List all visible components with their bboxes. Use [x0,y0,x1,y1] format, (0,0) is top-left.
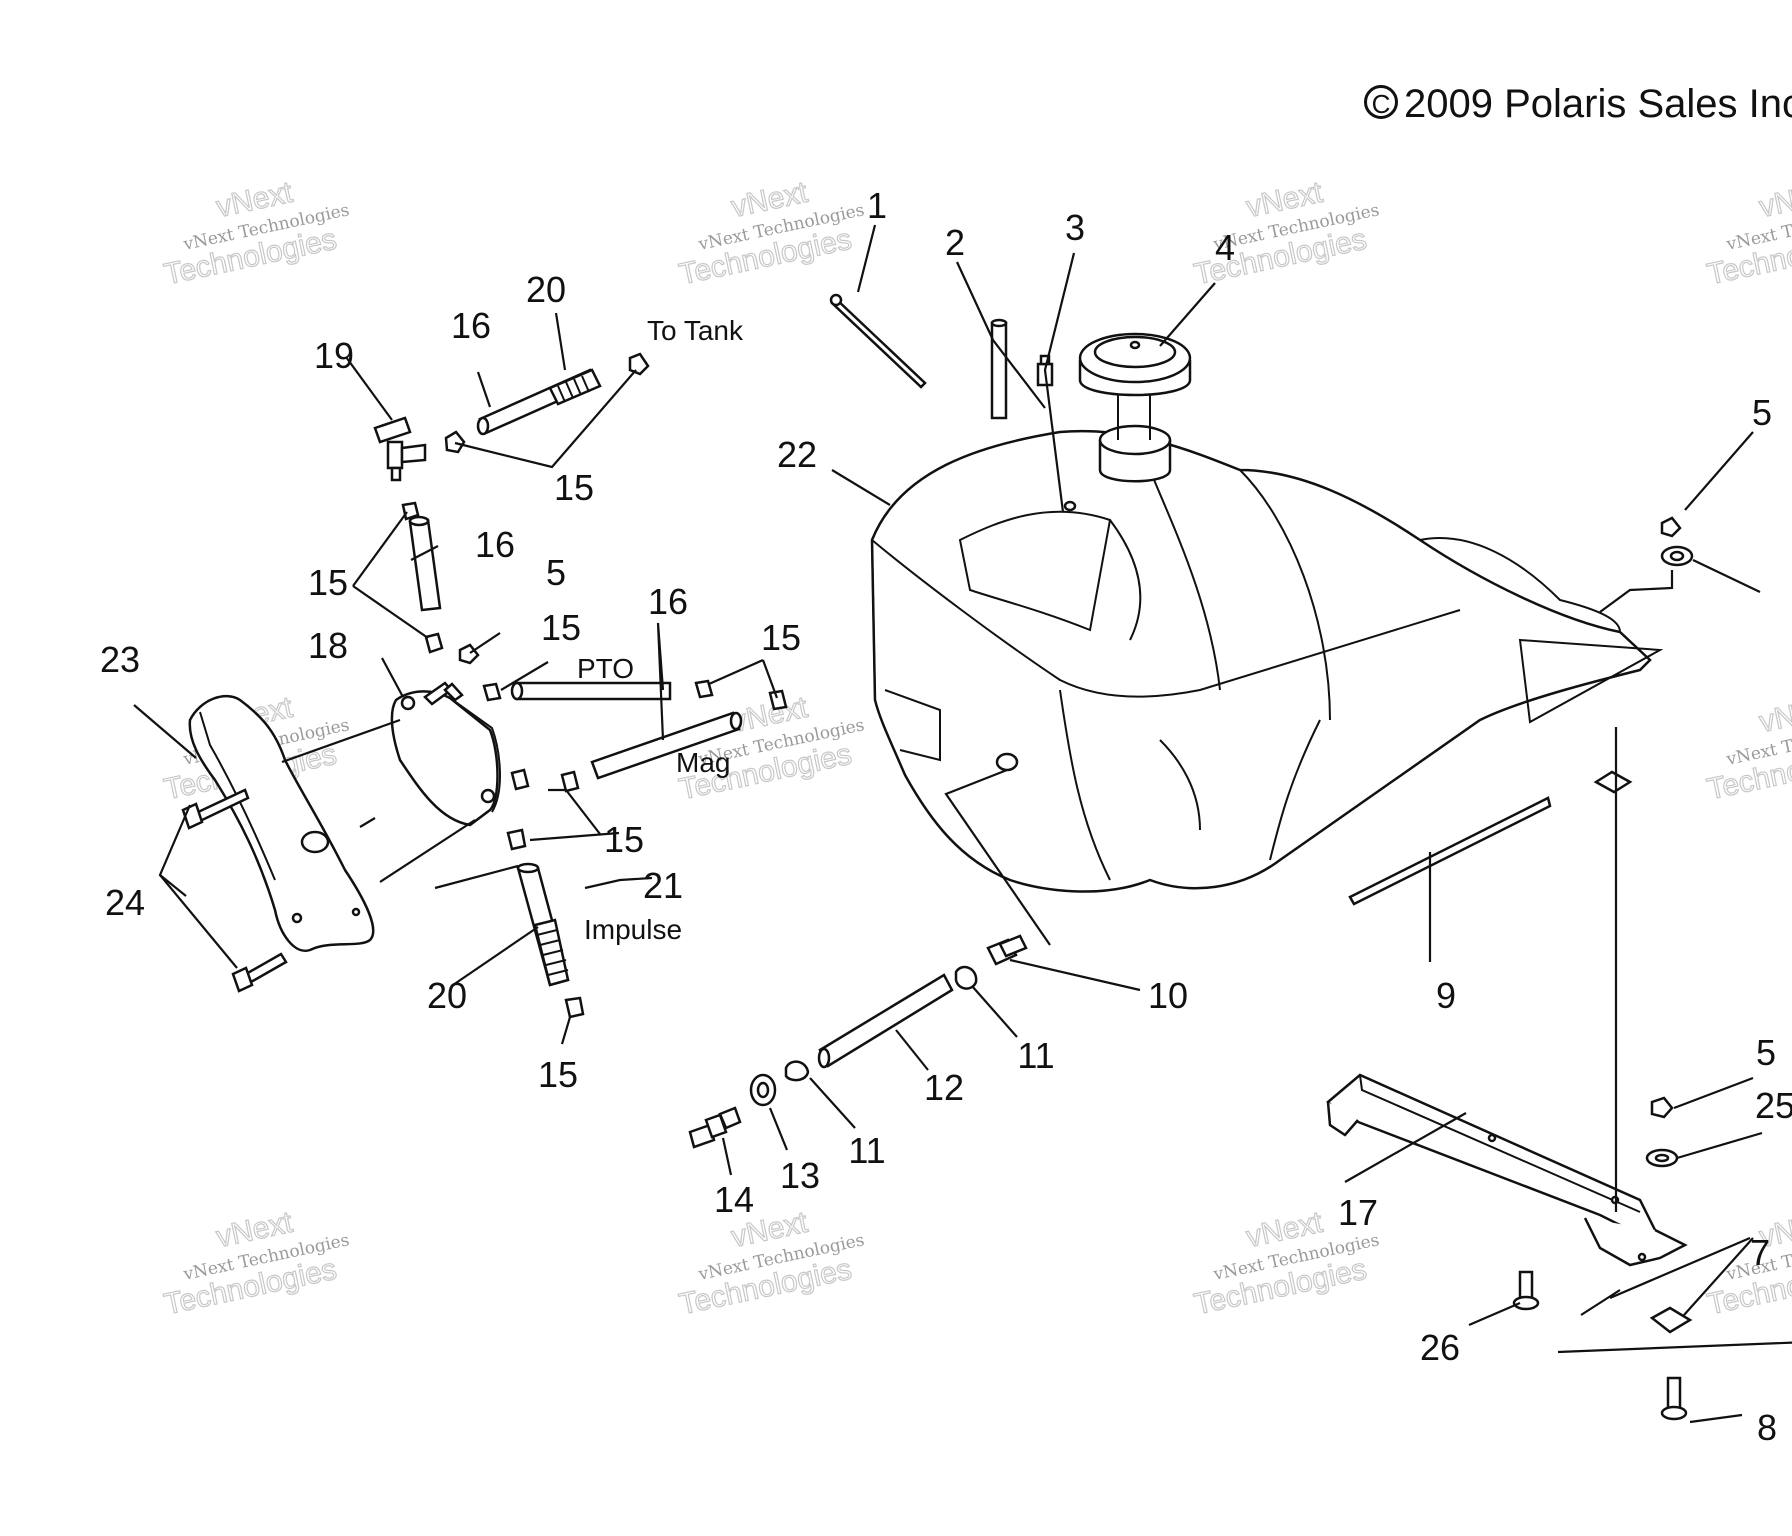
support-bracket-part-17 [1326,1073,1688,1267]
callout-2: 2 [945,222,965,263]
hose-clamp-part-15 [444,430,466,454]
hose-clamp-part-15 [510,768,530,791]
fitting-part-14 [688,1106,742,1149]
pump-bracket-part-23 [188,694,375,953]
callout-26: 26 [1420,1327,1460,1368]
callout-5: 5 [1756,1032,1776,1073]
callout-16: 16 [451,305,491,346]
callout-20: 20 [526,269,566,310]
hose-clamp-part-15 [768,689,788,711]
hose-clamp-part-15 [424,632,444,654]
callout-5: 5 [1752,392,1772,433]
hose-routing-notes: To Tank PTO Mag Impulse [577,315,744,945]
callout-19: 19 [314,335,354,376]
callout-18: 18 [308,625,348,666]
spacer-part-7 [1649,1306,1693,1334]
fuel-valve-part-19 [373,416,427,482]
callout-15: 15 [761,617,801,658]
svg-text:vNext: vNext [1757,691,1792,739]
fuel-hose-part-16 [510,681,672,701]
callout-13: 13 [780,1155,820,1196]
copyright-symbol: C [1364,85,1398,119]
note-impulse: Impulse [584,914,682,945]
fuel-hose-part-16 [408,515,442,612]
callout-25: 25 [1755,1085,1792,1126]
callout-15: 15 [308,562,348,603]
bolt-part-24 [231,952,288,993]
fuel-tank-part-22 [870,429,1664,893]
nut-part-5 [458,643,480,665]
callout-3: 3 [1065,207,1085,248]
callout-15: 15 [554,467,594,508]
callout-5: 5 [546,552,566,593]
fuel-hose-part-16 [590,711,743,780]
callout-15: 15 [541,607,581,648]
hose-clamp-part-15 [560,770,580,793]
hose-clamp-part-15 [564,996,585,1019]
callout-7: 7 [1750,1232,1770,1273]
svg-text:vNext: vNext [1757,176,1792,224]
callout-11: 11 [848,1130,885,1171]
pad-part-9 [1348,796,1552,906]
callout-9: 9 [1436,975,1456,1016]
washer-part-25 [1645,1148,1679,1168]
callout-4: 4 [1215,227,1235,268]
callout-10: 10 [1148,975,1188,1016]
note-pto: PTO [577,653,634,684]
callout-22: 22 [777,434,817,475]
hose-clamp-part-11 [784,1060,810,1082]
callout-24: 24 [105,882,145,923]
hose-clamp-part-15 [694,679,714,699]
spacer-plate [1593,770,1633,794]
callout-21: 21 [643,865,683,906]
callout-1: 1 [867,185,887,226]
fuel-line-part-12 [817,973,954,1069]
bolt-part-8 [1660,1376,1688,1421]
fuel-cap-part-4 [1078,332,1192,483]
hose-clamp-part-15 [506,828,527,851]
outlet-fitting-part-10 [986,934,1028,966]
spring-guard-part-20 [548,368,602,406]
cable-tie-part-1 [829,293,927,389]
note-to-tank: To Tank [647,315,744,346]
grommet-part-13 [749,1073,777,1107]
hose-clamp-part-15 [482,682,502,702]
callout-15: 15 [604,819,644,860]
callout-23: 23 [100,639,140,680]
callout-11: 11 [1017,1035,1054,1076]
spring-guard-part-20 [533,918,570,987]
callout-16: 16 [648,581,688,622]
callout-20: 20 [427,975,467,1016]
sensor-part-2 [990,318,1008,420]
leader-lines [133,224,1792,1424]
callout-14: 14 [714,1179,754,1220]
hose-clamp-part-15 [628,352,650,376]
callout-12: 12 [924,1067,964,1108]
note-mag: Mag [676,747,730,778]
hose-clamp-part-11 [954,965,978,990]
nut-part-5 [1660,516,1694,567]
nut-part-5 [1650,1096,1674,1119]
hose-clamp-part-15 [401,501,420,521]
callout-labels: 1 2 3 4 5 5 5 7 8 9 10 11 11 12 13 14 15… [100,185,1792,1448]
callout-17: 17 [1338,1192,1378,1233]
callout-16: 16 [475,524,515,565]
copyright-text: 2009 Polaris Sales Inc. [1404,82,1792,126]
bolt-part-26 [1512,1270,1540,1311]
callout-15: 15 [538,1054,578,1095]
callout-8: 8 [1757,1407,1777,1448]
fuel-pump-part-18 [390,681,501,827]
